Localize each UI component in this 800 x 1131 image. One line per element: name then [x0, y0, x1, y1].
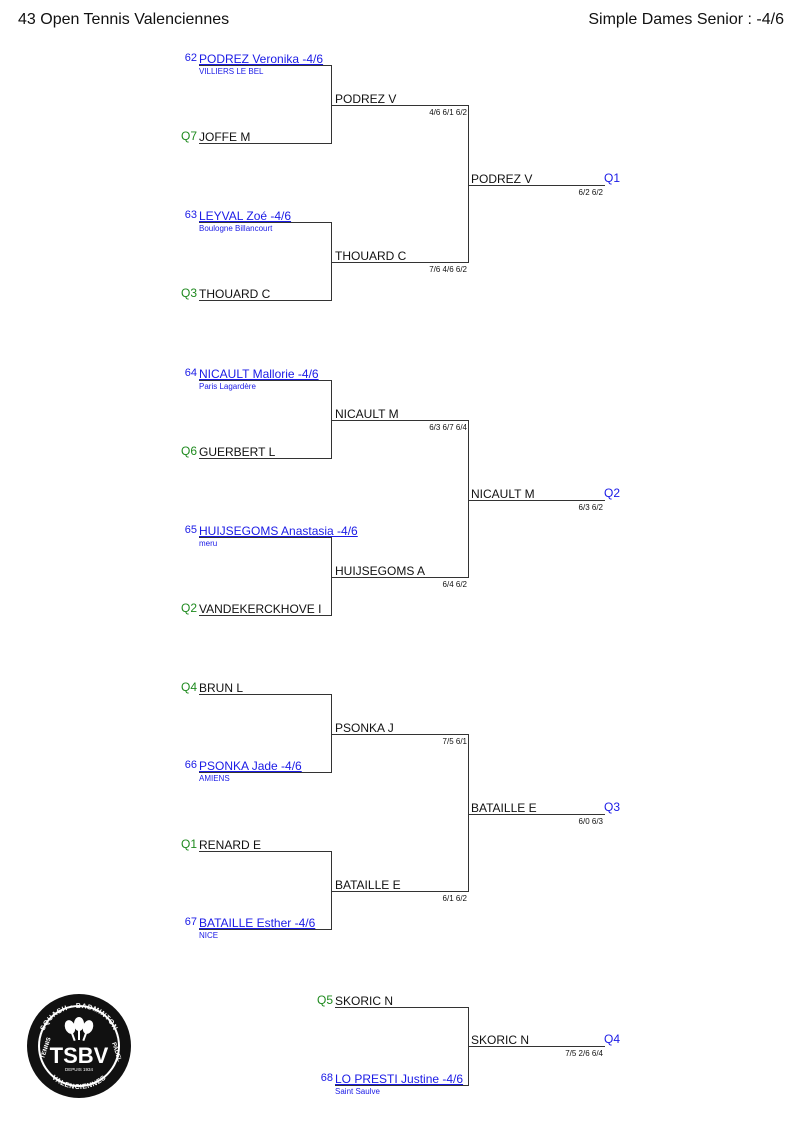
- winner-name: NICAULT M: [471, 487, 535, 501]
- qualifier-output: Q2: [604, 486, 621, 500]
- player-club: Paris Lagardère: [199, 382, 256, 391]
- match-score: 6/1 6/2: [442, 894, 467, 903]
- player-name[interactable]: LO PRESTI Justine -4/6: [335, 1072, 464, 1086]
- qualifier-tag: Q3: [180, 286, 197, 300]
- bracket-line: [331, 891, 469, 892]
- seed-number: 64: [184, 367, 197, 379]
- player-name[interactable]: NICAULT Mallorie -4/6: [199, 367, 319, 381]
- match-score: 6/2 6/2: [578, 188, 603, 197]
- round2-name: PODREZ V: [335, 92, 397, 106]
- match-score: 4/6 6/1 6/2: [429, 108, 467, 117]
- bracket-line: [199, 851, 332, 852]
- player-name[interactable]: HUIJSEGOMS Anastasia -4/6: [199, 524, 358, 538]
- player-name: GUERBERT L: [199, 445, 276, 459]
- seed-number: 65: [184, 524, 197, 536]
- bracket-line: [199, 65, 332, 66]
- match-score: 7/5 6/1: [442, 737, 467, 746]
- seed-number: 63: [184, 209, 197, 221]
- player-club: Boulogne Billancourt: [199, 224, 273, 233]
- draw-category: Simple Dames Senior : -4/6: [588, 11, 784, 28]
- player-name: RENARD E: [199, 838, 262, 852]
- bracket-line: [468, 500, 605, 501]
- player-name: SKORIC N: [335, 994, 394, 1008]
- seed-number: 68: [320, 1072, 333, 1084]
- bracket-line: [199, 222, 332, 223]
- qualifier-output: Q4: [604, 1032, 621, 1046]
- player-name: THOUARD C: [199, 287, 271, 301]
- player-club: NICE: [199, 931, 219, 940]
- qualifier-tag: Q5: [316, 993, 333, 1007]
- match-score: 7/6 4/6 6/2: [429, 265, 467, 274]
- bracket-line: [199, 772, 332, 773]
- logo-right-text: PADEL: [110, 1042, 122, 1063]
- player-club: Saint Saulve: [335, 1087, 380, 1096]
- qualifier-tag: Q7: [180, 129, 197, 143]
- match-score: 6/0 6/3: [578, 817, 603, 826]
- bracket-line: [199, 300, 332, 301]
- bracket-line: [331, 851, 332, 930]
- player-name: VANDEKERCKHOVE I: [199, 602, 322, 616]
- player-name: JOFFE M: [199, 130, 251, 144]
- winner-name: BATAILLE E: [471, 801, 537, 815]
- bracket-line: [199, 537, 332, 538]
- bracket-line: [199, 929, 332, 930]
- player-name[interactable]: LEYVAL Zoé -4/6: [199, 209, 292, 223]
- bracket-line: [331, 537, 332, 616]
- round2-name: NICAULT M: [335, 407, 399, 421]
- match-score: 6/3 6/2: [578, 503, 603, 512]
- bracket-line: [468, 814, 605, 815]
- club-logo: SQUASH • BADMINTON VALENCIENNES TENNIS P…: [27, 994, 131, 1098]
- winner-name: PODREZ V: [471, 172, 533, 186]
- bracket-line: [331, 577, 469, 578]
- seed-number: 62: [184, 52, 197, 64]
- bracket-line: [199, 694, 332, 695]
- round2-name: THOUARD C: [335, 249, 407, 263]
- logo-since: DEPUIS 1934: [65, 1067, 94, 1072]
- bracket-line: [331, 380, 332, 459]
- bracket-line: [335, 1007, 469, 1008]
- seed-number: 67: [184, 916, 197, 928]
- round2-name: PSONKA J: [335, 721, 394, 735]
- match-score: 7/5 2/6 6/4: [565, 1049, 603, 1058]
- qualifier-output: Q1: [604, 171, 621, 185]
- bracket-line: [468, 1046, 605, 1047]
- rackets-icon: [64, 1017, 94, 1042]
- bracket-line: [199, 380, 332, 381]
- player-name[interactable]: BATAILLE Esther -4/6: [199, 916, 316, 930]
- player-club: AMIENS: [199, 774, 230, 783]
- bracket-line: [468, 420, 469, 578]
- player-club: meru: [199, 539, 218, 548]
- bracket-line: [331, 105, 469, 106]
- bracket-line: [331, 734, 469, 735]
- bracket-line: [199, 615, 332, 616]
- match-score: 6/4 6/2: [442, 580, 467, 589]
- player-club: VILLIERS LE BEL: [199, 67, 264, 76]
- round2-name: BATAILLE E: [335, 878, 401, 892]
- bracket-line: [199, 458, 332, 459]
- player-name[interactable]: PODREZ Veronika -4/6: [199, 52, 324, 66]
- bracket-line: [331, 420, 469, 421]
- bracket-line: [331, 65, 332, 144]
- tournament-title: 43 Open Tennis Valenciennes: [18, 11, 230, 28]
- bracket-line: [468, 105, 469, 263]
- qualifier-output: Q3: [604, 800, 621, 814]
- match-score: 6/3 6/7 6/4: [429, 423, 467, 432]
- bracket-line: [335, 1085, 469, 1086]
- bracket-line: [199, 143, 332, 144]
- qualifier-tag: Q6: [180, 444, 197, 458]
- bracket-line: [331, 694, 332, 773]
- seed-number: 66: [184, 759, 197, 771]
- qualifier-tag: Q4: [180, 680, 197, 694]
- bracket-line: [468, 734, 469, 892]
- qualifier-tag: Q2: [180, 601, 197, 615]
- round2-name: HUIJSEGOMS A: [335, 564, 426, 578]
- winner-name: SKORIC N: [471, 1033, 530, 1047]
- player-name[interactable]: PSONKA Jade -4/6: [199, 759, 302, 773]
- bracket-line: [331, 222, 332, 301]
- bracket-line: [331, 262, 469, 263]
- player-name: BRUN L: [199, 681, 244, 695]
- qualifier-tag: Q1: [180, 837, 197, 851]
- logo-text: TSBV: [50, 1043, 109, 1068]
- bracket-line: [468, 185, 605, 186]
